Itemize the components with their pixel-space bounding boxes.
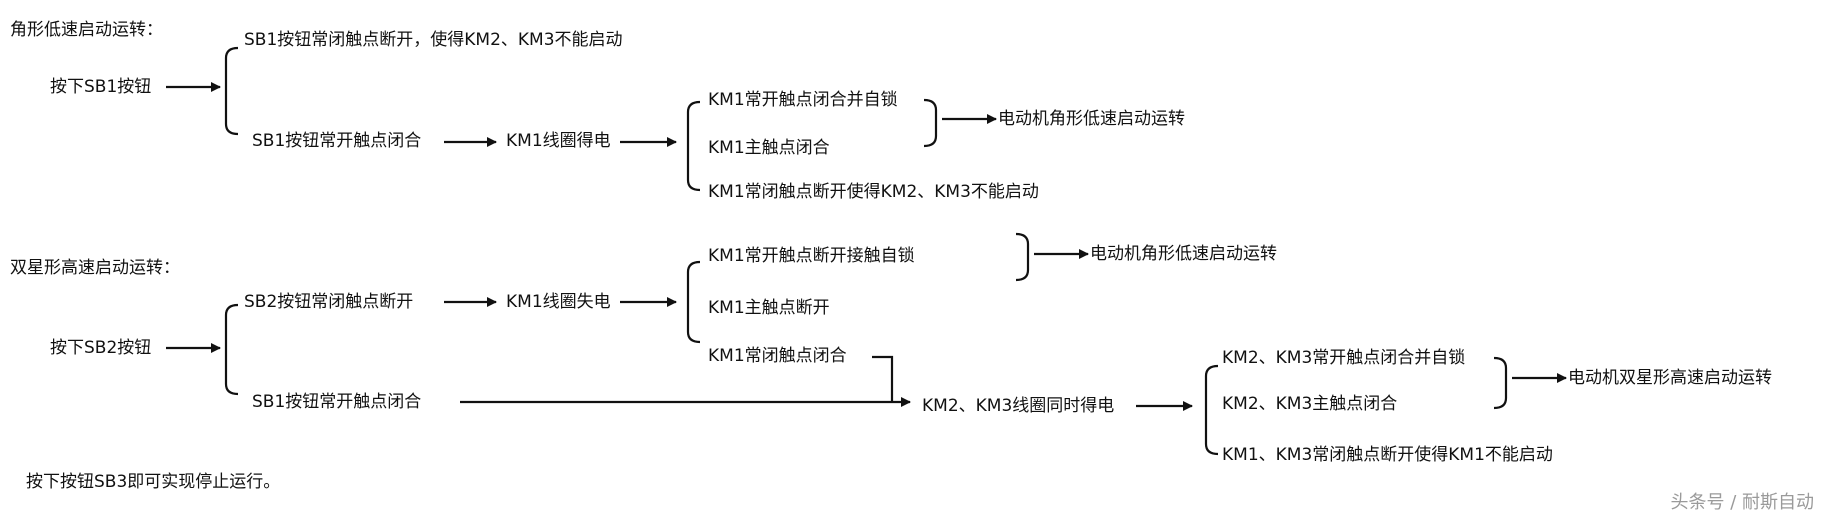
km1-energized-label: KM1线圈得电 (506, 131, 611, 151)
brace-sb2 (224, 303, 239, 396)
km1-nc-close-label: KM1常闭触点闭合 (708, 346, 847, 366)
press-sb1-label: 按下SB1按钮 (50, 77, 152, 97)
km23-main-close-label: KM2、KM3主触点闭合 (1222, 394, 1398, 414)
press-sb2-label: 按下SB2按钮 (50, 338, 152, 358)
brace-km1-motor (923, 98, 938, 148)
km1-main-close-label: KM1主触点闭合 (708, 138, 830, 158)
stop-note: 按下按钮SB3即可实现停止运行。 (26, 472, 281, 492)
sb1-nc-open-label: SB1按钮常闭触点断开，使得KM2、KM3不能启动 (244, 30, 623, 50)
km23-no-lock-label: KM2、KM3常开触点闭合并自锁 (1222, 348, 1466, 368)
section2-heading: 双星形高速启动运转： (10, 258, 180, 278)
line-km1-nc-to-km23 (872, 355, 894, 402)
km13-nc-open-label: KM1、KM3常闭触点断开使得KM1不能启动 (1222, 445, 1553, 465)
section1-heading: 角形低速启动运转： (10, 20, 163, 40)
km1-main-open-label: KM1主触点断开 (708, 298, 830, 318)
brace-km23-effects (1204, 364, 1219, 456)
km1-no-break-label: KM1常开触点断开接触自锁 (708, 246, 915, 266)
km1-no-lock-label: KM1常开触点闭合并自锁 (708, 90, 898, 110)
brace-sb1 (224, 46, 239, 136)
km1-deenergized-label: KM1线圈失电 (506, 292, 611, 312)
sb2-nc-open-label: SB2按钮常闭触点断开 (244, 292, 414, 312)
motor-high-speed-label: 电动机双星形高速启动运转 (1568, 368, 1772, 388)
brace-km1-motor-2 (1015, 232, 1030, 282)
sb1-no-close-label-2: SB1按钮常开触点闭合 (252, 392, 422, 412)
brace-km1-effects (686, 100, 701, 192)
brace-km23-motor (1493, 356, 1508, 410)
motor-low-speed-label: 电动机角形低速启动运转 (998, 109, 1185, 129)
brace-km1-off-effects (686, 260, 701, 344)
motor-low-speed-label-2: 电动机角形低速启动运转 (1090, 244, 1277, 264)
watermark: 头条号 / 耐斯自动 (1670, 492, 1814, 513)
km1-nc-open-label: KM1常闭触点断开使得KM2、KM3不能启动 (708, 182, 1039, 202)
sb1-no-close-label: SB1按钮常开触点闭合 (252, 131, 422, 151)
km23-energized-label: KM2、KM3线圈同时得电 (922, 396, 1115, 416)
